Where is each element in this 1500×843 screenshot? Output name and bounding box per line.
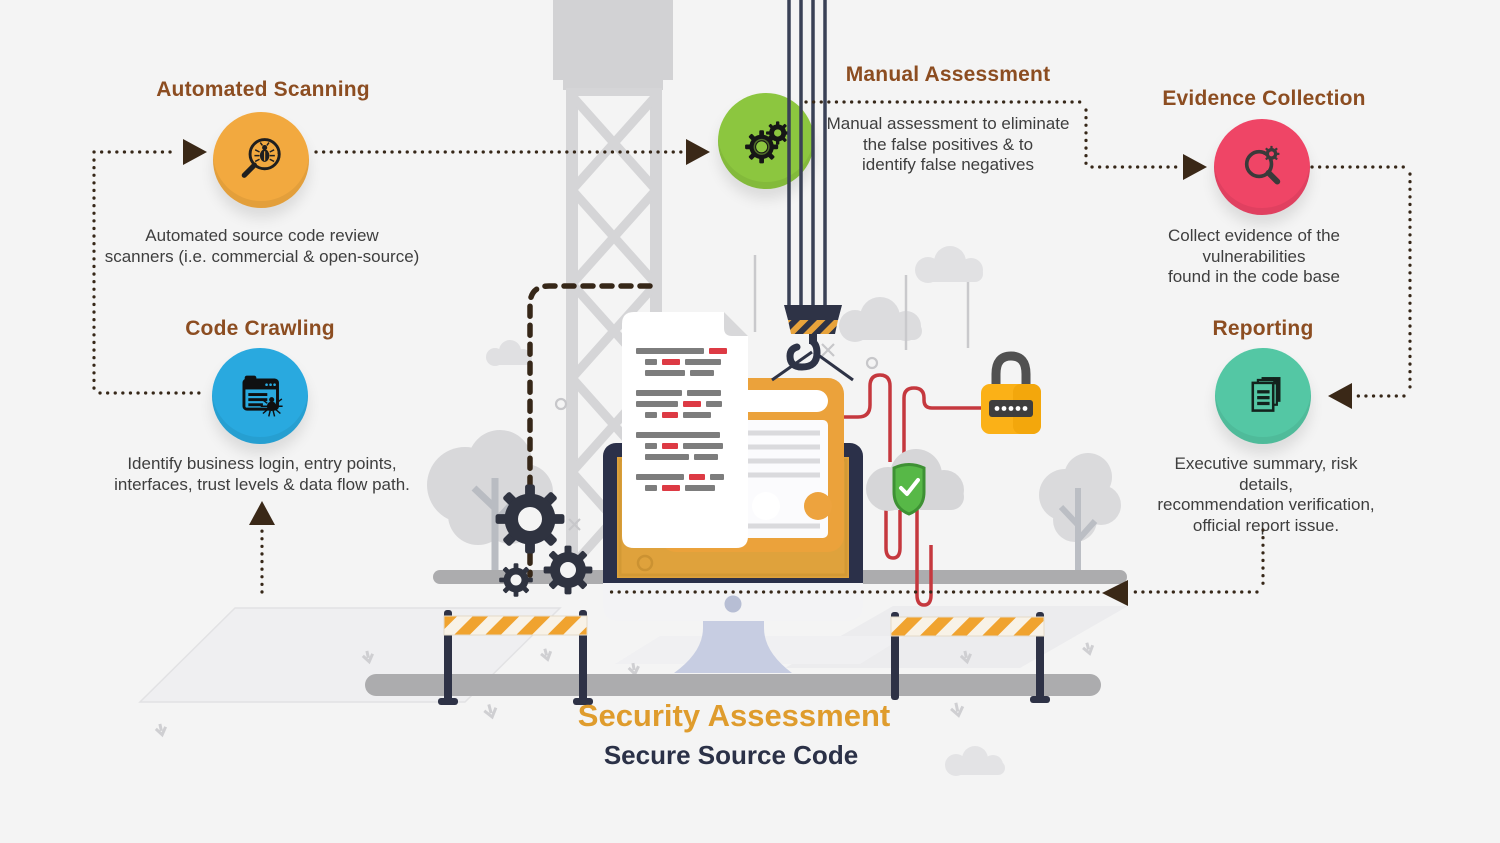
shield-check-icon (892, 463, 926, 516)
cloud-icon (486, 340, 532, 366)
padlock-icon (981, 351, 1041, 434)
monitor-stand (674, 618, 792, 673)
road-shapes (138, 606, 1128, 703)
step-desc-code-crawling: Identify business login, entry points, i… (114, 454, 410, 494)
step-circle-code-crawling (212, 348, 308, 444)
step-circle-manual-assessment (718, 93, 814, 189)
browser-card-illustration (660, 378, 844, 552)
step-label-code-crawling: Code Crawling (185, 317, 335, 340)
step-desc-evidence-collection: Collect evidence of the vulnerabilities … (1167, 226, 1341, 287)
step-label-automated-scanning: Automated Scanning (156, 78, 370, 101)
crane-tower-illustration (553, 0, 673, 575)
sub-title: Secure Source Code (603, 740, 859, 770)
stacked-documents-icon (1251, 377, 1281, 412)
tree-illustration-left (427, 430, 553, 572)
magnifier-gear-icon (1244, 145, 1281, 185)
ground-bar (365, 674, 1101, 696)
step-label-manual-assessment: Manual Assessment (845, 63, 1051, 86)
cloud-icon (839, 297, 922, 342)
cloud-icon (915, 246, 983, 283)
cloud-illustrations (486, 246, 1005, 776)
step-circle-evidence-collection (1214, 119, 1310, 215)
secure-cloud-icon (866, 449, 964, 516)
speed-lines (753, 255, 970, 350)
barrier-right (890, 612, 1050, 703)
step-label-reporting: Reporting (1212, 317, 1314, 340)
decorative-marks (554, 343, 879, 544)
arrow-right-icon (686, 139, 710, 165)
arrow-up-icon (249, 501, 275, 525)
arrow-right-icon (1183, 154, 1207, 180)
tree-illustration-right (1039, 453, 1121, 584)
source-code-document (622, 312, 748, 548)
browser-spider-icon (242, 375, 283, 417)
construction-gears (495, 484, 593, 597)
cloud-icon (945, 746, 1005, 776)
platform-bar (433, 570, 1127, 584)
step-circle-reporting (1215, 348, 1311, 444)
crane-hook-icon (771, 305, 854, 382)
arrow-left-icon (1328, 383, 1352, 409)
step-desc-manual-assessment: Manual assessment to eliminate the false… (826, 114, 1070, 175)
dashed-flow-path (527, 283, 653, 578)
security-wire (748, 373, 982, 607)
arrow-right-icon (183, 139, 207, 165)
step-desc-reporting: Executive summary, risk details, recomme… (1157, 454, 1375, 536)
monitor-illustration (603, 443, 863, 621)
spider-icon (260, 397, 283, 417)
arrow-left-icon (1102, 580, 1128, 606)
monitor-button (724, 595, 742, 613)
step-label-evidence-collection: Evidence Collection (1162, 87, 1366, 110)
gears-icon (745, 121, 790, 164)
step-desc-automated-scanning: Automated source code review scanners (i… (104, 226, 420, 266)
barrier-left (438, 610, 593, 705)
step-circle-automated-scanning (213, 112, 309, 208)
magnifier-bug-icon (241, 138, 281, 178)
main-title: Security Assessment (577, 698, 891, 733)
